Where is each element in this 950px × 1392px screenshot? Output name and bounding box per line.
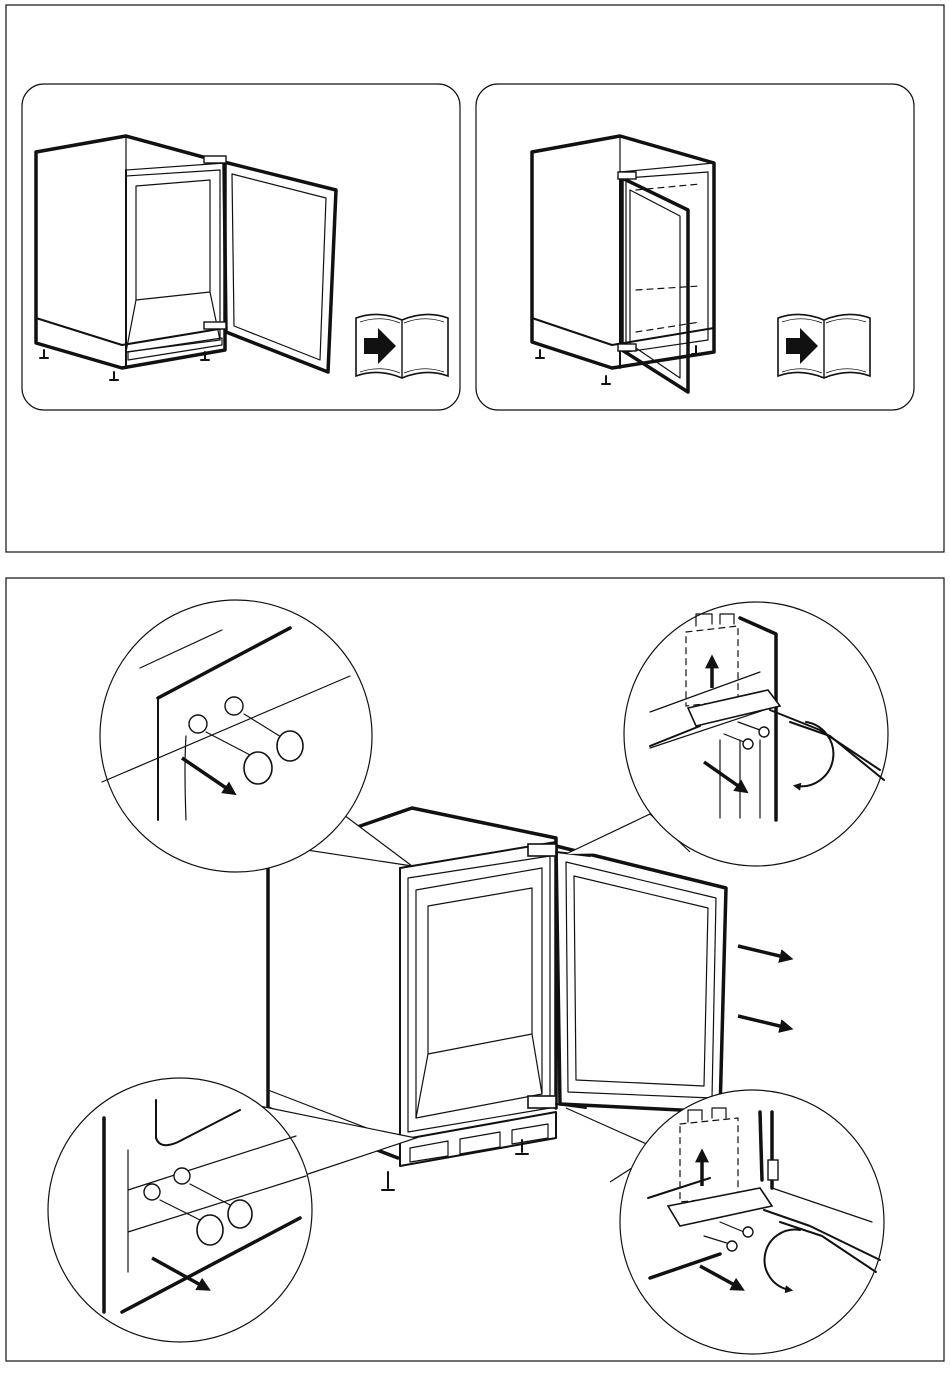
lower-right-detail [566,1090,884,1354]
arrow-right-icon [738,946,788,958]
bottom-panel [6,578,944,1361]
top-panel-frame [6,5,944,552]
pull-direction-arrows [738,946,788,1028]
upper-right-detail [566,602,888,866]
top-panel [6,5,944,552]
arrow-right-icon [738,1016,788,1028]
fridge-illustration-right-hinge [36,136,336,380]
manual-book-icon [356,314,448,378]
door-right-hinged-subpanel [22,84,460,410]
fridge-illustration-left-hinge [532,136,714,392]
upper-left-detail [100,600,412,872]
manual-book-icon [778,314,870,378]
lower-left-detail [48,1078,416,1342]
door-left-hinged-subpanel [476,84,914,410]
